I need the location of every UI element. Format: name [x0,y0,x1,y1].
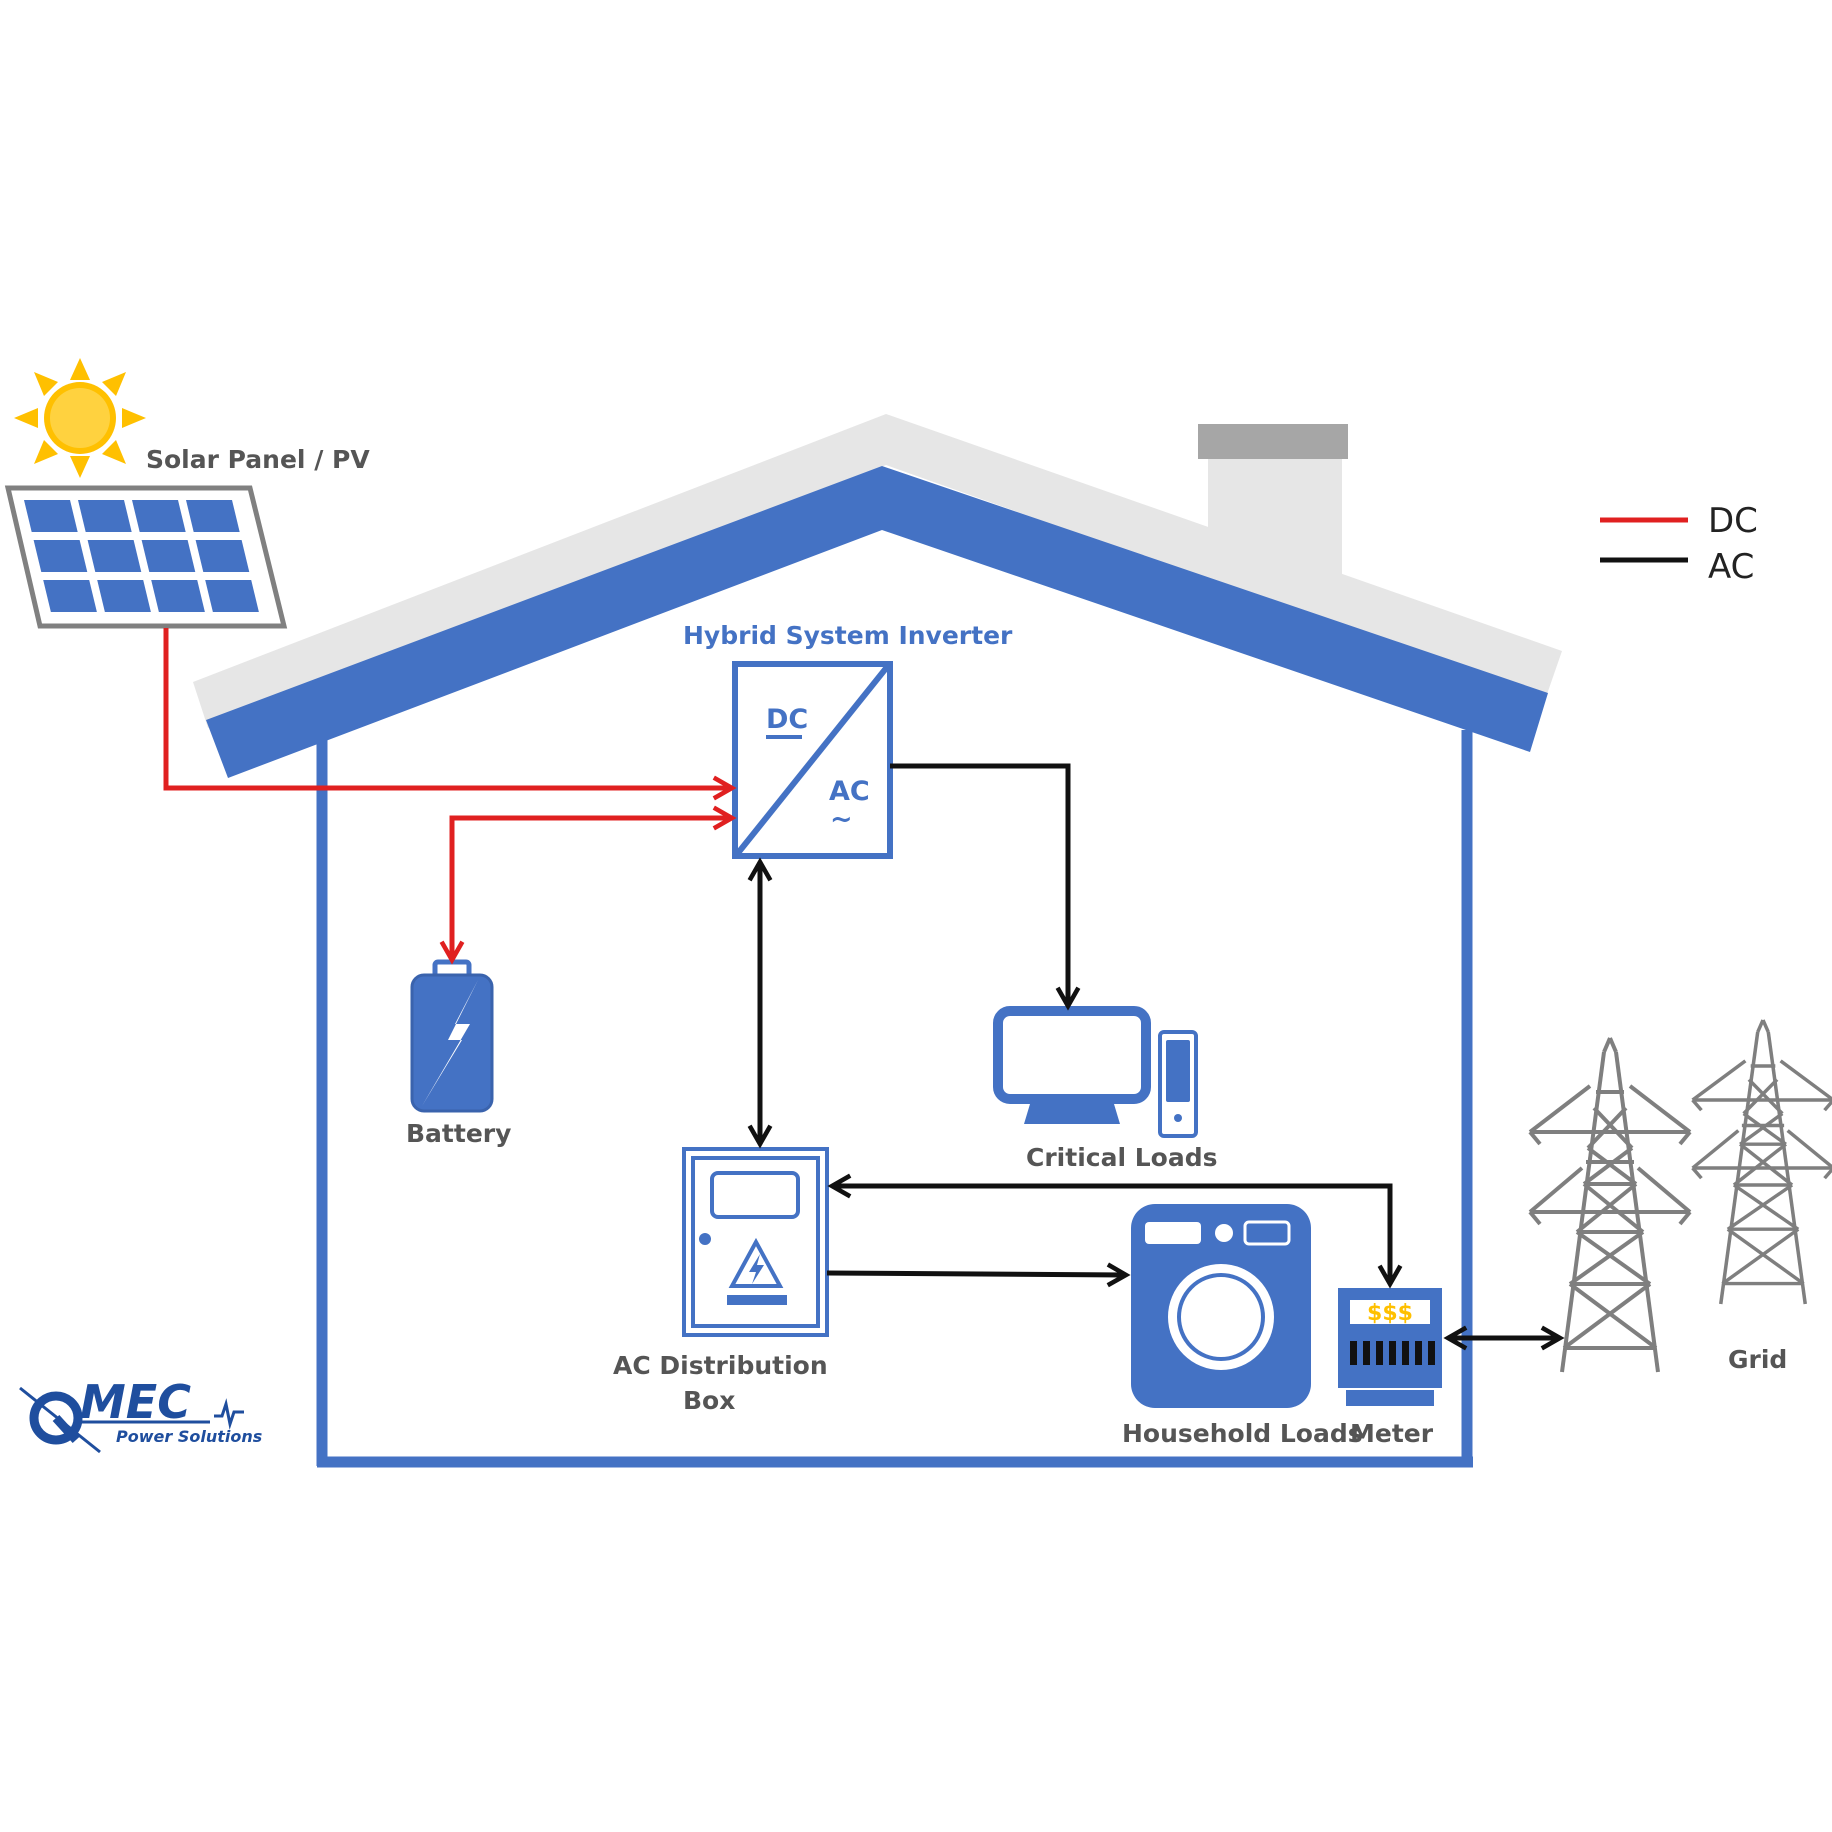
ac-wire-acbox-to-household [826,1262,1131,1288]
tower-strut [1721,1227,1800,1285]
tower-strut [1742,1078,1779,1115]
tower-strut [1742,1112,1787,1146]
inverter-dc-text: DC [766,704,808,735]
roof-blue-band [206,466,1548,778]
hybrid-inverter-icon: DC AC ~ [732,661,893,859]
chimney-cap [1198,424,1348,459]
ac-wires [747,763,1565,1351]
legend-dc-label: DC [1708,501,1758,541]
tower-strut [1739,1142,1794,1187]
inverter-label: Hybrid System Inverter [683,621,1013,650]
tower-strut [1739,1112,1784,1146]
tower-strut [1575,1230,1652,1286]
logo-tagline: Power Solutions [116,1427,262,1446]
dc-wire-battery-inverter [439,805,737,965]
critical-loads-label: Critical Loads [1026,1143,1217,1172]
tower-strut [1528,1210,1542,1226]
ac-box-label-line1: AC Distribution [613,1351,828,1380]
power-tower-icon [1528,1037,1692,1373]
computer-icon [993,1006,1198,1138]
tower-strut [1636,1166,1692,1214]
tower-strut [1568,1282,1658,1350]
solar-panel-label: Solar Panel / PV [146,445,370,474]
tower-strut [1568,1230,1645,1286]
tower-strut [1691,1059,1747,1102]
tower-strut [1691,1098,1703,1112]
solar-cell [132,500,186,532]
grid-label: Grid [1728,1345,1787,1374]
tower-strut [1608,1037,1618,1053]
legend-ac-label: AC [1708,547,1754,587]
tower-strut [1732,1142,1787,1187]
roof-gray-layer [193,414,1562,728]
solar-panel-icon [4,485,288,629]
washing-machine-icon [1131,1204,1311,1408]
household-loads-label: Household Loads [1122,1419,1363,1448]
battery-label: Battery [406,1119,511,1148]
tower-strut [1786,1129,1832,1170]
meter-icon: $$$ [1338,1288,1442,1406]
tower-strut [1747,1078,1784,1115]
power-tower-icon [1691,1019,1832,1305]
meter-digits [1350,1341,1435,1365]
tower-strut [1732,1183,1800,1231]
tower-strut [1562,1282,1652,1350]
tower-strut [1582,1146,1634,1186]
tower-strut [1582,1182,1645,1234]
tower-strut [1528,1084,1592,1134]
tower-strut [1761,1019,1770,1033]
tower-strut [1779,1059,1832,1102]
tower-strut [1592,1106,1634,1150]
tower-strut [1528,1130,1542,1146]
tower-strut [1691,1166,1703,1180]
legend: DC AC [1600,501,1758,587]
sun-icon [14,358,146,478]
mec-logo: MEC Power Solutions [19,1375,262,1454]
house [193,414,1562,1468]
inverter-ac-text: AC [829,776,870,807]
ac-distribution-box-icon [682,1147,829,1337]
solar-cell [205,580,259,612]
tower-strut [1678,1210,1692,1226]
ac-box-label-line2: Box [683,1386,735,1415]
tower-strut [1575,1182,1638,1234]
meter-display: $$$ [1367,1301,1413,1326]
solar-cell [186,500,240,532]
tower-strut [1586,1106,1628,1150]
tower-strut [1678,1130,1692,1146]
dc-wire-solar-to-inverter [163,628,737,801]
solar-cell [151,580,205,612]
logo-name: MEC [80,1375,191,1429]
tower-strut [1628,1084,1692,1134]
tower-strut [1726,1183,1794,1231]
solar-cell [24,500,78,532]
solar-cell [33,540,88,572]
tower-strut [1691,1129,1740,1170]
inverter-ac-wave: ~ [830,804,853,835]
tower-strut [1726,1227,1805,1285]
solar-cell [141,540,196,572]
ac-wire-inverter-to-critical [890,763,1081,1011]
battery-icon [410,959,494,1113]
dc-wires [163,628,737,965]
tower-strut [1528,1166,1584,1214]
ac-wire-acbox-meter [827,1173,1403,1289]
solar-cell [78,500,132,532]
solar-cell [97,580,151,612]
solar-cell [87,540,142,572]
meter-label: Meter [1350,1419,1434,1448]
solar-cell [195,540,250,572]
tower-strut [1586,1146,1638,1186]
solar-cell [43,580,97,612]
